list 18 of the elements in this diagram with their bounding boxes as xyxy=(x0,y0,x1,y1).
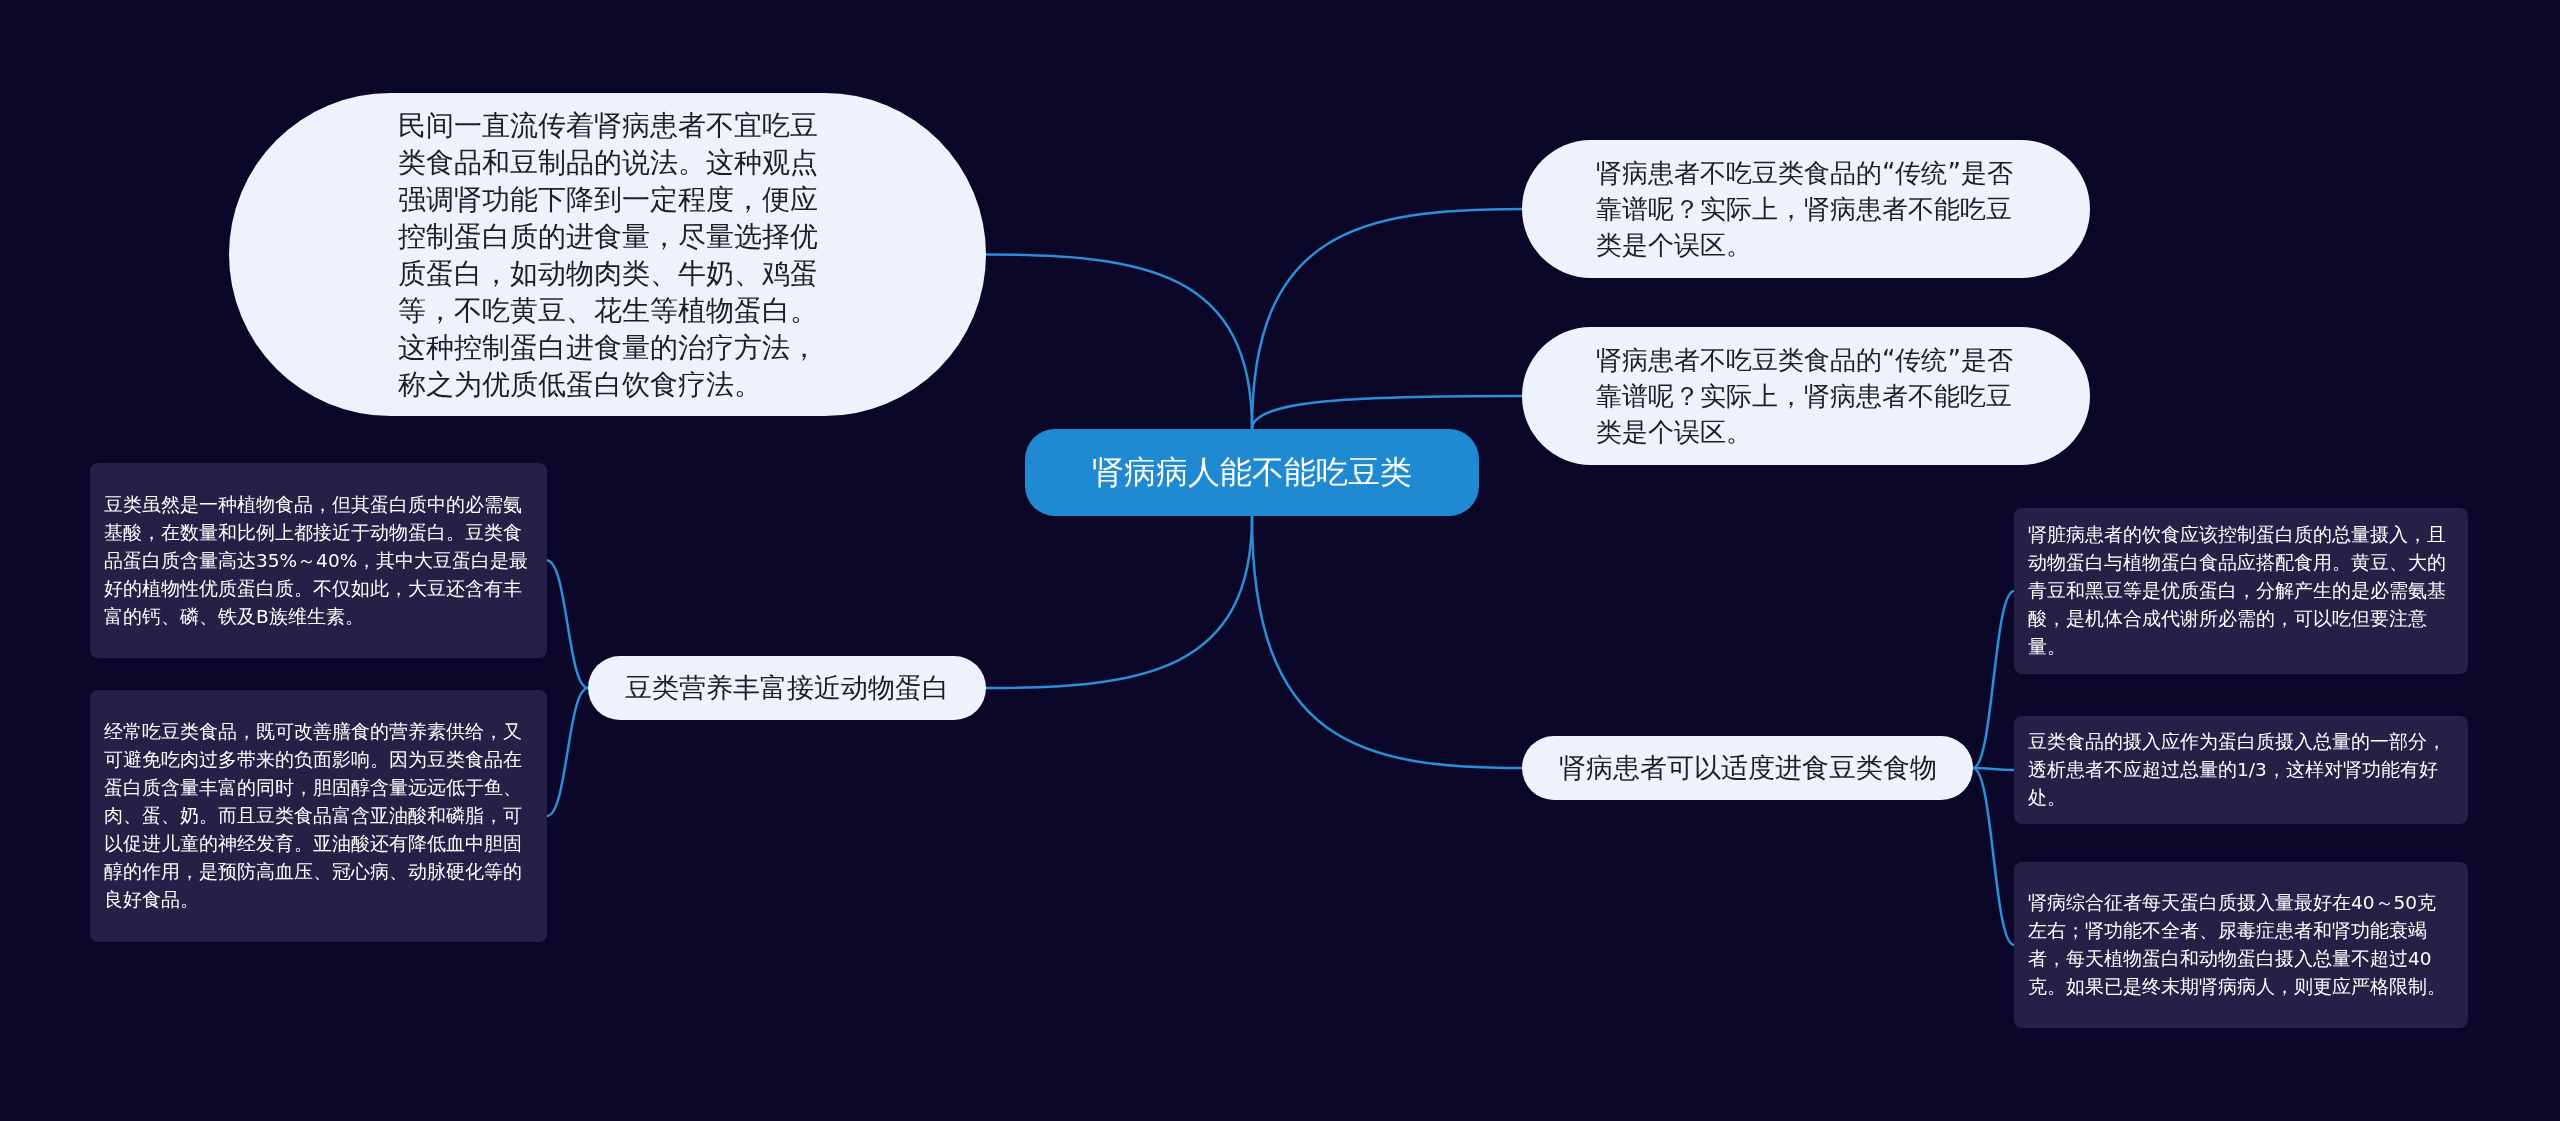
callout-bubble: 民间一直流传着肾病患者不宜吃豆类食品和豆制品的说法。这种观点强调肾功能下降到一定程度，便应控制蛋白质的进食量，尽量选择优质蛋白，如动物肉类、牛奶、鸡蛋等，不吃黄豆、花生等植物蛋白。这种控制蛋白进食量的治疗方法，称之为优质低蛋白饮食疗法。 xyxy=(229,93,986,416)
central-topic: 肾病病人能不能吃豆类 xyxy=(1025,429,1479,516)
connector-line xyxy=(1250,394,1522,430)
connector-line xyxy=(1973,766,2014,772)
note-card: 肾脏病患者的饮食应该控制蛋白质的总量摄入，且动物蛋白与植物蛋白食品应搭配食用。黄豆、大的青豆和黑豆等是优质蛋白，分解产生的是必需氨基酸，是机体合成代谢所必需的，可以吃但要注意量。 xyxy=(2014,508,2468,674)
note-card: 经常吃豆类食品，既可改善膳食的营养素供给，又可避免吃肉过多带来的负面影响。因为豆类食品在蛋白质含量丰富的同时，胆固醇含量远远低于鱼、肉、蛋、奶。而且豆类食品富含亚油酸和磷脂，可以促进儿童的神经发育。亚油酸还有降低血中胆固醇的作用，是预防高血压、冠心病、动脉硬化等的良好食品。 xyxy=(90,690,547,942)
topic-box: 豆类营养丰富接近动物蛋白 xyxy=(588,656,986,720)
connector-line xyxy=(1250,515,1522,770)
connector-line xyxy=(1972,767,2015,946)
topic-box: 肾病患者可以适度进食豆类食物 xyxy=(1522,736,1973,800)
connector-line xyxy=(546,559,589,690)
note-card: 豆类虽然是一种植物食品，但其蛋白质中的必需氨基酸，在数量和比例上都接近于动物蛋白。豆类食品蛋白质含量高达35%～40%，其中大豆蛋白是最好的植物性优质蛋白质。不仅如此，大豆还含有丰富的钙、磷、铁及B族维生素。 xyxy=(90,463,547,658)
connector-line xyxy=(546,686,589,818)
note-card: 豆类食品的摄入应作为蛋白质摄入总量的一部分，透析患者不应超过总量的1/3，这样对肾功能有好处。 xyxy=(2014,716,2468,824)
note-card: 肾病综合征者每天蛋白质摄入量最好在40～50克左右；肾功能不全者、尿毒症患者和肾功能衰竭者，每天植物蛋白和动物蛋白摄入总量不超过40克。如果已是终末期肾病病人，则更应严格限制。 xyxy=(2014,862,2468,1028)
connector-line xyxy=(1972,590,2015,769)
callout-bubble: 肾病患者不吃豆类食品的“传统”是否靠谱呢？实际上，肾病患者不能吃豆类是个误区。 xyxy=(1522,140,2090,278)
callout-bubble: 肾病患者不吃豆类食品的“传统”是否靠谱呢？实际上，肾病患者不能吃豆类是个误区。 xyxy=(1522,327,2090,465)
